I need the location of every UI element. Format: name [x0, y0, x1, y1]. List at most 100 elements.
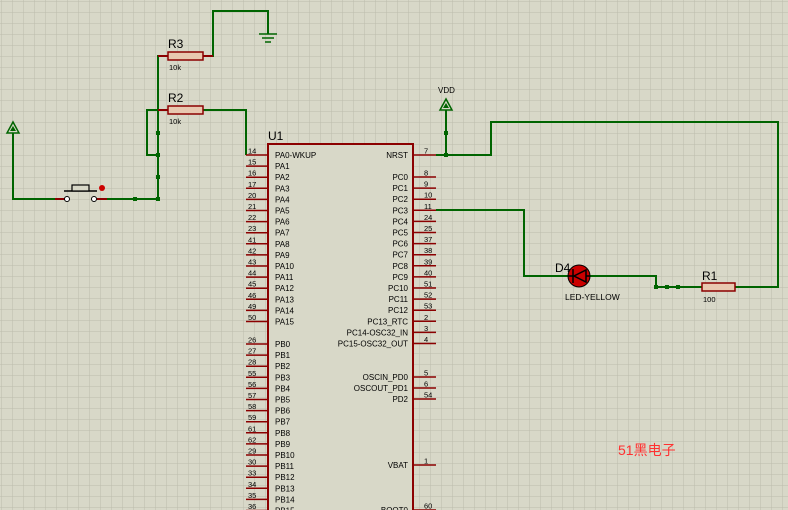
pin-number: 3: [424, 324, 428, 333]
pin-name: VBAT: [388, 461, 408, 470]
vdd-terminal[interactable]: VDD: [438, 86, 455, 111]
pin-name: PA8: [275, 240, 290, 249]
wire-nrst[interactable]: [436, 121, 779, 288]
pin-name: PA9: [275, 251, 290, 260]
pin-name: PB4: [275, 384, 291, 393]
pin-name: PB6: [275, 407, 291, 416]
resistor-r3[interactable]: R3 10k: [158, 37, 213, 72]
mcu-pin-boot0[interactable]: 60BOOT0: [381, 502, 436, 510]
pin-name: PB14: [275, 495, 295, 504]
pin-number: 34: [248, 480, 256, 489]
pin-number: 52: [424, 291, 432, 300]
pin-number: 41: [248, 235, 256, 244]
wire-pc3-led[interactable]: [436, 209, 568, 277]
pin-number: 58: [248, 402, 256, 411]
pin-number: 49: [248, 302, 256, 311]
mcu-pin-vbat[interactable]: 1 VBAT: [388, 457, 436, 471]
wire-r2-left[interactable]: [146, 109, 168, 156]
pin-name: PC8: [392, 262, 408, 271]
pin-number: 16: [248, 169, 256, 178]
wire-button-left-vcc[interactable]: [12, 133, 65, 200]
resistor-r2[interactable]: R2 10k: [158, 91, 204, 126]
mcu-pin-pb14[interactable]: 35 PB14: [246, 491, 295, 505]
pin-name: PA15: [275, 318, 295, 327]
pin-number: 2: [424, 313, 428, 322]
pin-name: PC2: [392, 195, 408, 204]
resistor-ref: R2: [168, 91, 184, 105]
pin-number: 27: [248, 347, 256, 356]
pin-number: 1: [424, 457, 428, 466]
pin-name: PB1: [275, 351, 291, 360]
pin-name: PB15: [275, 507, 295, 510]
pin-number: 15: [248, 158, 256, 167]
pin-number: 35: [248, 491, 256, 500]
push-button[interactable]: [55, 184, 107, 202]
mcu-pin-pb1[interactable]: 27 PB1: [246, 347, 291, 361]
power-terminal-icon[interactable]: [5, 120, 21, 134]
pin-number: 60: [424, 502, 432, 510]
pin-number: 30: [248, 458, 256, 467]
resistor-r1[interactable]: R1 100: [701, 269, 736, 304]
mcu-pin-pb15[interactable]: 36PB15: [246, 502, 295, 510]
resistor-value: 10k: [169, 117, 181, 126]
ground-icon[interactable]: [259, 33, 277, 43]
pin-number: 54: [424, 391, 432, 400]
led-value: LED-YELLOW: [565, 292, 620, 302]
wire-r2-pa0[interactable]: [203, 109, 247, 155]
led-d4[interactable]: D4 LED-YELLOW: [555, 261, 620, 302]
